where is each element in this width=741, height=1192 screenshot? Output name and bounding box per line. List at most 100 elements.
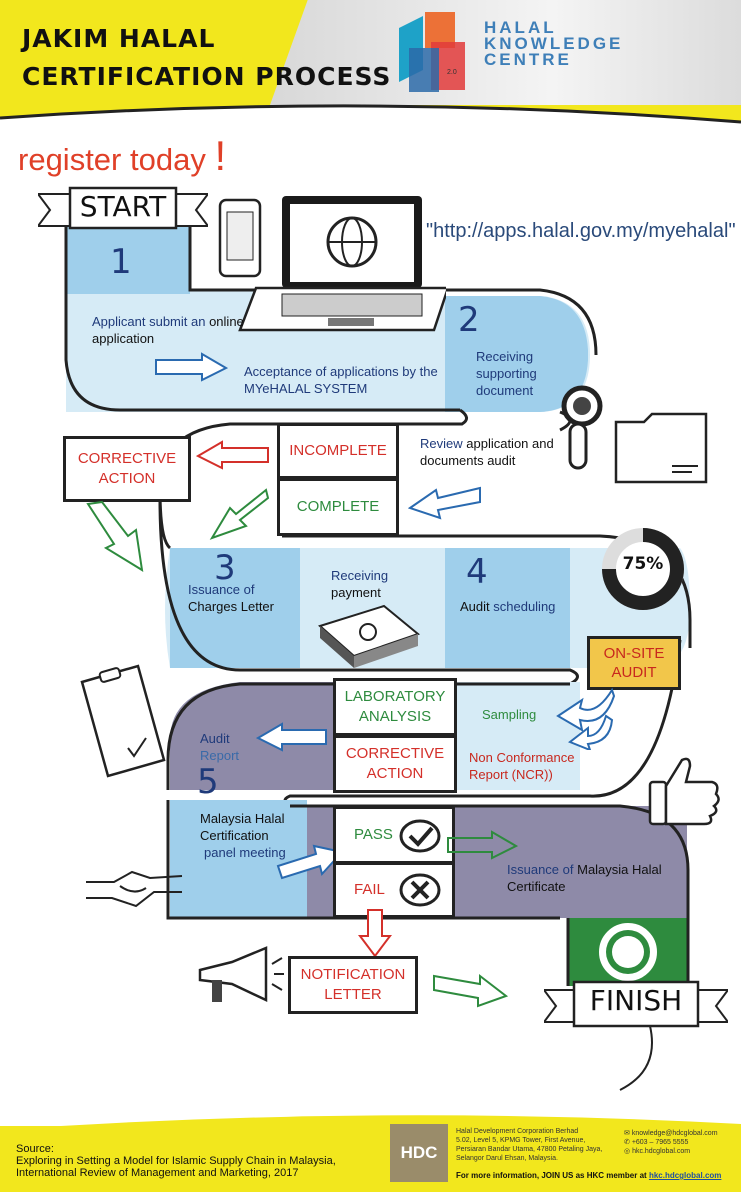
arrow-curve-icon: [556, 687, 616, 750]
footer-curve: [0, 1115, 741, 1130]
source-line-2: International Review of Management and M…: [16, 1167, 299, 1179]
corp-line-1: Halal Development Corporation Berhad: [456, 1128, 579, 1135]
logo-wordmark: HALAL KNOWLEDGE CENTRE: [484, 18, 624, 69]
money-stack-icon: [318, 604, 421, 668]
title-line-2: CERTIFICATION PROCESS: [22, 62, 392, 91]
arrow-down-green-icon: [209, 488, 270, 540]
step-4-text-b: scheduling: [493, 599, 556, 614]
complete-box: COMPLETE: [277, 478, 399, 536]
issuance-text-a: Issuance of: [507, 862, 578, 877]
laboratory-analysis-box: LABORATORY ANALYSIS: [333, 678, 457, 736]
email-icon: ✉: [624, 1130, 632, 1137]
payment-text-a: Receiving: [331, 568, 389, 583]
arrow-down-right-green-icon: [86, 500, 144, 572]
megaphone-icon: [198, 946, 284, 1002]
clipboard-icon: [80, 664, 166, 778]
folder-icon: [614, 412, 708, 484]
tagline-text: register today: [18, 142, 206, 177]
source-block: Source: Exploring in Setting a Model for…: [16, 1143, 336, 1179]
tagline-mark: !: [214, 132, 227, 179]
halal-seal-icon: [599, 923, 657, 981]
step-1-text: Applicant submit an online application: [92, 313, 272, 347]
step-2b-text-b: application and documents audit: [420, 436, 554, 468]
title-line-1: JAKIM HALAL: [22, 24, 216, 53]
step-4-number: 4: [466, 552, 488, 592]
step-2-number: 2: [458, 300, 480, 340]
issuance-text-b: Malaysia Halal Certificate: [507, 862, 662, 894]
hdc-logo: HDC: [390, 1124, 448, 1182]
source-line-1: Exploring in Setting a Model for Islamic…: [16, 1155, 336, 1167]
panel-text: Malaysia Halal Certification panel meeti…: [200, 810, 310, 861]
join-link[interactable]: hkc.hdcglobal.com: [648, 1171, 722, 1180]
laptop-phone-icon: [218, 196, 446, 332]
step-3-text: Issuance of Charges Letter: [188, 581, 298, 615]
corp-line-3: Persiaran Bandar Utama, 47800 Petaling J…: [456, 1146, 603, 1153]
corrective-action-box-2: CORRECTIVE ACTION: [333, 735, 457, 793]
corp-line-4: Selangor Darul Ehsan, Malaysia.: [456, 1155, 558, 1162]
source-label: Source:: [16, 1143, 54, 1155]
arrow-left-audit-icon: [256, 722, 327, 752]
globe-icon: ◎: [624, 1148, 633, 1155]
check-icon: [399, 819, 441, 853]
payment-text-b: payment: [331, 585, 381, 600]
issuance-text: Issuance of Malaysia Halal Certificate: [507, 861, 667, 895]
hkc-logo-icon: 2.0: [399, 12, 465, 92]
thumbs-up-icon: [648, 757, 720, 826]
corp-address: Halal Development Corporation Berhad 5.0…: [456, 1127, 616, 1163]
logo-line-3: CENTRE: [484, 50, 572, 69]
phone-icon: ✆: [624, 1139, 632, 1146]
logo-line-1: HALAL: [484, 18, 557, 37]
progress-ring: [602, 528, 684, 610]
contact-web-text: hkc.hdcglobal.com: [632, 1148, 691, 1155]
audit-report-a: Audit: [200, 731, 230, 746]
cross-icon: [399, 873, 441, 907]
step-4-text: Audit scheduling: [460, 598, 570, 615]
contact-email[interactable]: ✉ knowledge@hdcglobal.com: [624, 1129, 738, 1138]
contact-phone: ✆ +603 – 7965 5555: [624, 1138, 738, 1147]
portal-url[interactable]: "http://apps.halal.gov.my/myehalal": [426, 220, 736, 242]
audit-report-b: Report: [200, 748, 240, 763]
tagline: register today !: [18, 132, 226, 180]
arrow-down-red-icon: [358, 909, 392, 958]
magnifier-icon: [561, 385, 603, 470]
step-1-number: 1: [110, 242, 132, 282]
corp-line-2: 5.02, Level 5, KPMG Tower, First Avenue,: [456, 1137, 586, 1144]
onsite-audit-box: ON-SITE AUDIT: [587, 636, 681, 690]
contact-web[interactable]: ◎ hkc.hdcglobal.com: [624, 1147, 738, 1156]
join-line: For more information, JOIN US as HKC mem…: [456, 1171, 721, 1180]
notification-letter-box: NOTIFICATION LETTER: [288, 956, 418, 1014]
step-3-text-a: Issuance of: [188, 582, 255, 597]
header-curve: [0, 104, 741, 132]
step-2-text: Receiving supporting document: [476, 349, 537, 398]
logo-badge: 2.0: [447, 69, 457, 76]
contact-email-text: knowledge@hdcglobal.com: [631, 1130, 718, 1137]
start-label: START: [79, 190, 167, 223]
ncr-text: Non Conformance Report (NCR)): [469, 750, 575, 782]
logo-line-2: KNOWLEDGE: [484, 34, 624, 53]
progress-label: 75%: [622, 554, 664, 574]
handshake-icon: [86, 870, 183, 908]
panel-text-a: Malaysia Halal Certification: [200, 811, 285, 843]
arrow-left-red-icon: [196, 440, 269, 470]
step-1b-text: Acceptance of applications by the MYeHAL…: [244, 364, 438, 396]
panel-text-b: panel meeting: [204, 845, 286, 860]
finish-label: FINISH: [589, 984, 683, 1017]
start-banner: [38, 186, 208, 230]
corrective-action-box-1: CORRECTIVE ACTION: [63, 436, 191, 502]
contact-block: ✉ knowledge@hdcglobal.com ✆ +603 – 7965 …: [624, 1129, 738, 1156]
step-2b-text: Review application and documents audit: [420, 435, 570, 469]
step-3-number: 3: [214, 548, 236, 588]
arrow-right-finish-icon: [433, 973, 508, 1008]
join-text: For more information, JOIN US as HKC mem…: [456, 1171, 649, 1180]
header-logo-panel: [270, 0, 741, 105]
audit-report-text: Audit Report: [200, 730, 280, 764]
step-2b-text-a: Review: [420, 436, 467, 451]
step-5-number: 5: [197, 762, 219, 802]
arrow-right-panel-icon: [276, 844, 344, 880]
incomplete-box: INCOMPLETE: [277, 423, 399, 479]
arrow-left-blue-icon: [408, 486, 481, 520]
payment-text: Receiving payment: [331, 567, 431, 601]
step-1-text-a: Applicant submit an: [92, 314, 210, 329]
fail-box: FAIL: [333, 862, 455, 918]
contact-phone-text: +603 – 7965 5555: [631, 1139, 689, 1146]
